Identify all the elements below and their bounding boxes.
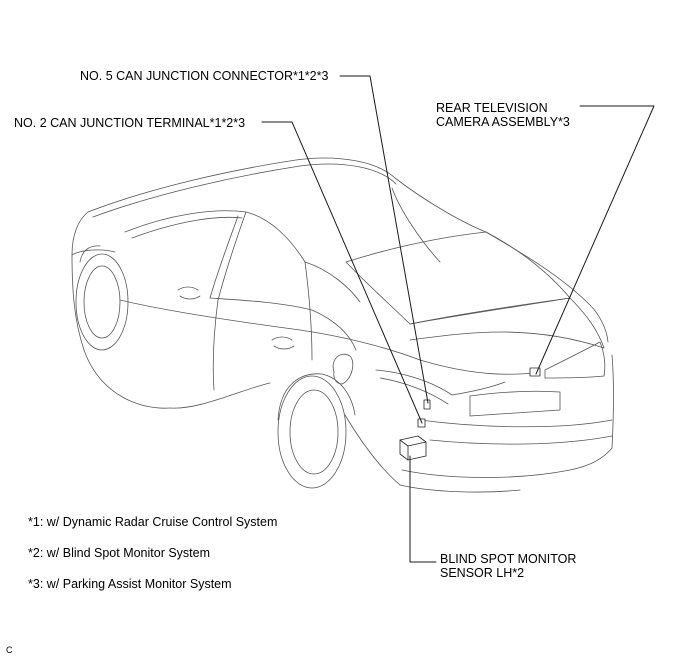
no5-can-junction-connector-part	[423, 399, 431, 410]
label-rear-tv-camera-line2: CAMERA ASSEMBLY*3	[436, 115, 570, 129]
label-no2-can-junction-terminal: NO. 2 CAN JUNCTION TERMINAL*1*2*3	[14, 116, 246, 130]
label-bsm-sensor-line2: SENSOR LH*2	[440, 566, 525, 580]
label-rear-tv-camera-line1: REAR TELEVISION	[436, 101, 548, 115]
leader-no5-connector	[339, 75, 429, 404]
note-parking-assist: *3: w/ Parking Assist Monitor System	[28, 577, 232, 591]
leader-no2-terminal	[261, 121, 423, 424]
corner-mark: C	[6, 645, 13, 655]
leader-rear-camera	[535, 105, 655, 375]
rear-wheel	[277, 373, 356, 489]
car-body-outline	[71, 157, 614, 493]
note-radar-cruise: *1: w/ Dynamic Radar Cruise Control Syst…	[28, 515, 278, 529]
leader-lines	[261, 75, 655, 563]
note-blind-spot: *2: w/ Blind Spot Monitor System	[28, 546, 211, 560]
label-bsm-sensor-line1: BLIND SPOT MONITOR	[440, 552, 577, 566]
front-wheel	[75, 245, 129, 351]
leader-bsm-sensor	[409, 455, 437, 563]
label-no5-can-junction-connector: NO. 5 CAN JUNCTION CONNECTOR*1*2*3	[80, 69, 329, 83]
rear-camera-part	[529, 367, 541, 377]
bsm-sensor-module	[399, 435, 427, 461]
